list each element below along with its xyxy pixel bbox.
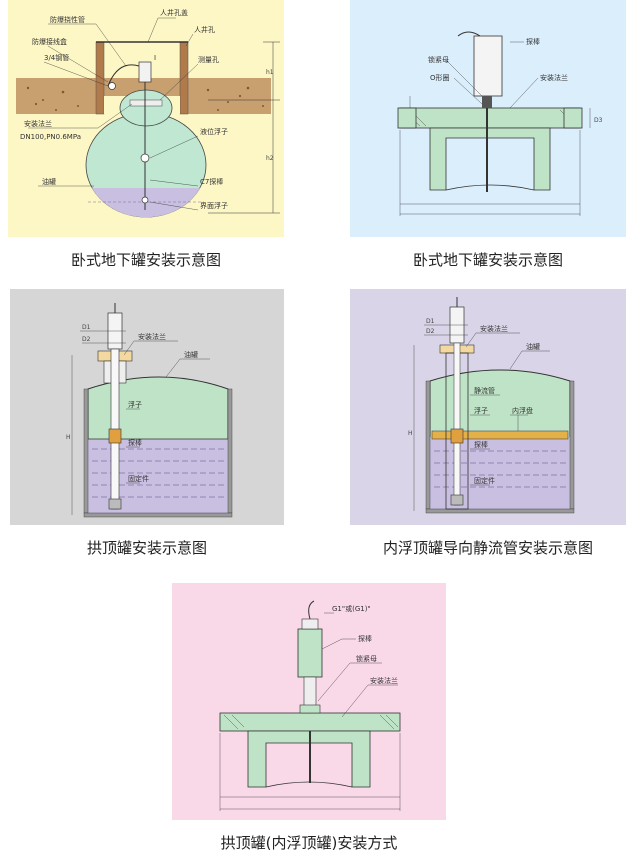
flange-plate [219,712,401,732]
label-cable-tube: 防爆挠性管 [50,15,85,24]
label-pipe: 3/4钢管 [44,53,69,62]
panel-dome-roof-tank: D1 D2 安装法兰 油罐 浮子 探棒 固定件 H [10,289,284,525]
dim-h1: h1 [266,69,274,76]
label-flange: 安装法兰 [540,73,568,82]
label-lock-nut: 锁紧母 [356,654,377,663]
label-inner-float: 内浮盘 [512,406,533,415]
caption-panel-5: 拱顶罐(内浮顶罐)安装方式 [220,834,398,852]
caption-panel-3: 拱顶罐安装示意图 [86,539,207,557]
panel-inner-floating-roof-tank: D1 D2 安装法兰 油罐 静流管 浮子 内浮盘 探棒 固定件 H [350,289,626,525]
label-tank: 油罐 [184,350,198,359]
inner-float-disc [431,430,569,440]
label-still-pipe: 静流管 [474,386,495,395]
caption-panel-2: 卧式地下罐安装示意图 [412,251,563,269]
label-fixture: 固定件 [474,476,495,485]
label-probe: C7探棒 [200,177,223,186]
label-float: 浮子 [128,400,142,409]
dim-h2: h2 [266,155,274,162]
panel-dome-roof-install-method: G1"或(G1)" 探棒 锁紧母 安装法兰 [172,583,446,820]
dim-d1: D1 [426,318,435,325]
label-probe: 探棒 [474,440,488,449]
flange-plate [399,107,581,129]
label-o-ring: O形圈 [430,74,450,82]
label-flange: 安装法兰 [138,332,166,341]
dim-h: H [408,430,413,437]
label-mark-i: I [154,54,156,62]
label-flange: 安装法兰 [370,676,398,685]
label-tank: 油罐 [42,177,56,186]
label-tank: 油罐 [526,342,540,351]
dim-d1: D1 [82,324,91,331]
panel-horizontal-tank-flange-detail: 探棒 锁紧母 O形圈 安装法兰 D3 [350,0,626,237]
caption-panel-1: 卧式地下罐安装示意图 [70,251,221,269]
label-probe: 探棒 [526,37,540,46]
panel-horizontal-underground-tank: 防爆挠性管 防爆接线盒 3/4钢管 人井孔盖 人井孔 测量孔 I 安装法兰 DN… [8,0,284,237]
label-manhole: 人井孔 [194,25,215,34]
label-flange: 安装法兰 [480,324,508,333]
probe-head [297,628,323,678]
label-junction-box: 防爆接线盒 [32,37,67,46]
label-probe: 探棒 [358,634,372,643]
dim-d2: D2 [82,336,91,343]
dim-d3: D3 [594,117,603,124]
label-level-float: 液位浮子 [200,127,228,136]
label-lock-nut: 锁紧母 [428,55,449,64]
label-interface-float: 界面浮子 [200,201,228,210]
label-measure-hole: 测量孔 [198,56,219,64]
label-fixture: 固定件 [128,474,149,483]
dim-h: H [66,434,71,441]
label-thread: G1"或(G1)" [332,604,371,613]
label-probe: 探棒 [128,438,142,447]
probe-head [473,35,503,97]
label-float: 浮子 [474,406,488,415]
caption-panel-4: 内浮顶罐导向静流管安装示意图 [382,539,593,557]
label-flange: 安装法兰 [24,119,52,128]
label-flange-spec: DN100,PN0.6MPa [20,133,81,141]
dim-d2: D2 [426,328,435,335]
label-manhole-cover: 人井孔盖 [160,8,188,17]
